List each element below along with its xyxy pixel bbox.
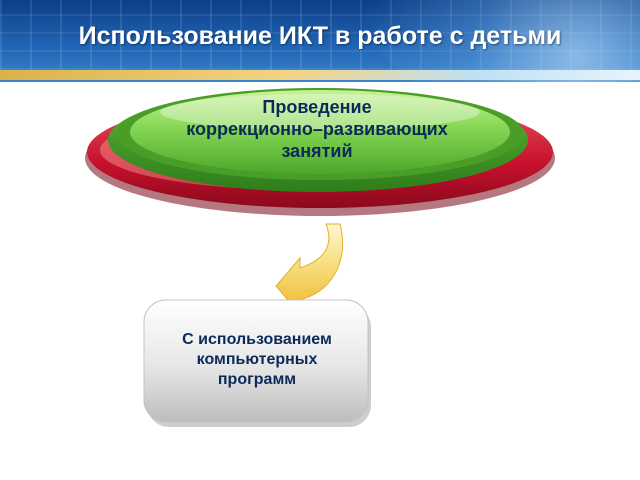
header-globe-glow — [360, 0, 640, 82]
bottom-node-line: программ — [217, 371, 297, 388]
top-node-label: Проведение коррекционно–развивающих заня… — [150, 96, 484, 162]
slide-header — [0, 0, 640, 82]
bottom-box — [143, 299, 371, 427]
green-ellipse — [108, 88, 528, 192]
top-node-line: коррекционно–развивающих — [186, 119, 448, 139]
connector-arrow — [275, 223, 344, 314]
bottom-node-label: С использованием компьютерных программ — [152, 330, 362, 390]
bottom-node-line: компьютерных — [196, 351, 318, 368]
top-node-line: занятий — [281, 141, 353, 161]
header-stripe — [0, 70, 640, 80]
top-node-line: Проведение — [262, 97, 372, 117]
slide-title: Использование ИКТ в работе с детьми — [78, 22, 562, 50]
bottom-node-line: С использованием — [182, 331, 332, 348]
